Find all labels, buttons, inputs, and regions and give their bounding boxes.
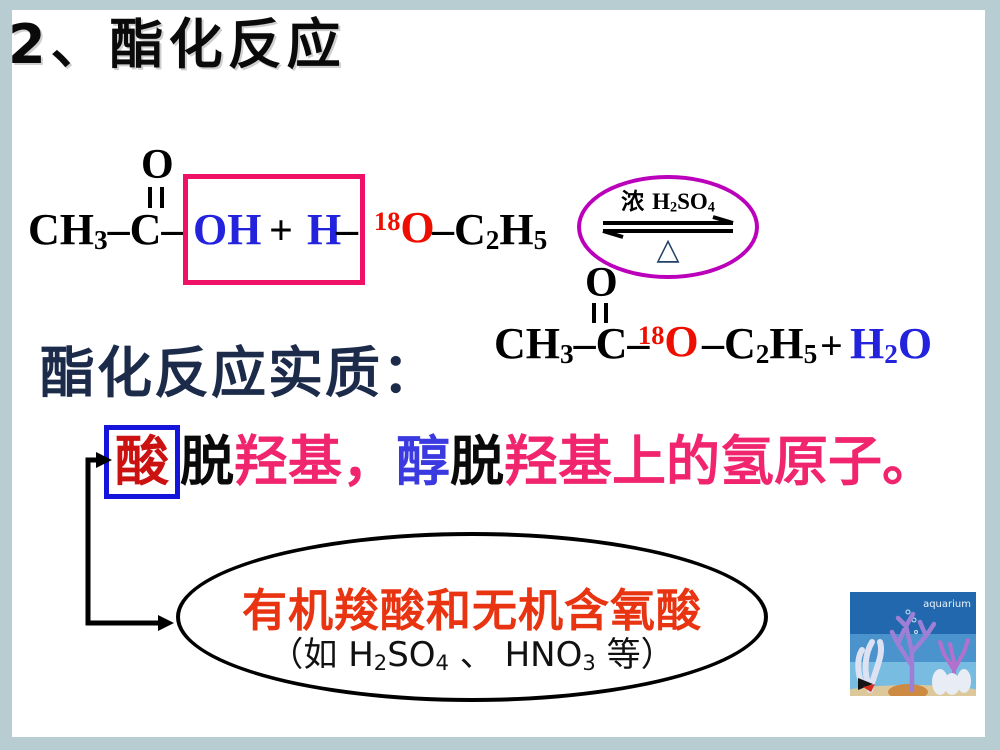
alcohol-ethyl-group: –C2H5 <box>432 208 547 254</box>
examples-so: SO <box>387 635 436 676</box>
water-o-text: O <box>897 319 933 368</box>
essence-heading: 酯化反应实质： <box>40 341 440 405</box>
hydroxyl-word-1: 羟基 <box>234 429 342 493</box>
ester-carbon-text: C <box>595 319 628 368</box>
ester-ethyl-h: H <box>769 319 804 368</box>
sheds-char-2: 脱 <box>450 429 504 493</box>
h2so4-sub4-example: 4 <box>435 650 449 676</box>
catalyst-condition-ellipse: 浓 H2SO4 △ <box>577 175 759 279</box>
acid-examples-line2: （如 H2SO4 、 HNO3 等） <box>269 635 674 676</box>
ethyl-sub2: 2 <box>485 224 500 255</box>
acid-ch-subscript: 3 <box>94 224 108 255</box>
white-coral-lobes-icon <box>932 669 971 695</box>
aquarium-image: aquarium <box>837 592 989 705</box>
ester-ch3-c-group: CH3–C– <box>494 322 649 368</box>
bond-dash: – <box>161 205 184 254</box>
comma-char: ， <box>342 429 396 493</box>
acid-ch3-c-group: CH3–C– <box>28 208 183 254</box>
bond-dash: – <box>627 319 650 368</box>
water-molecule: H2O <box>850 322 932 368</box>
acid-ch-text: CH <box>28 205 94 254</box>
acid-to-callout-arrow <box>85 452 174 631</box>
ester-ethyl-sub2: 2 <box>755 338 770 369</box>
aquarium-label: aquarium <box>923 599 971 610</box>
ethyl-sub5: 5 <box>533 224 548 255</box>
examples-close: 等） <box>595 635 675 676</box>
acid-examples-line1: 有机羧酸和无机含氧酸 <box>241 583 702 637</box>
acid-double-bond <box>148 187 164 208</box>
bond-dash: – <box>336 205 358 254</box>
sheds-char-1: 脱 <box>180 429 234 493</box>
h2so4-so: SO <box>677 189 708 214</box>
oxygen18-superscript: 18 <box>374 206 401 237</box>
h2so4-sub2-example: 2 <box>373 650 388 676</box>
ester-oxygen18: 18O <box>638 320 699 364</box>
acid-char: 酸 <box>115 429 169 493</box>
reactant-plus-sign: + <box>269 208 293 254</box>
h2so4-sub2: 2 <box>669 199 678 216</box>
acid-carbon-text: C <box>129 205 162 254</box>
oxygen18-text: O <box>400 203 435 252</box>
ethyl-h-text: H <box>499 205 534 254</box>
ethyl-c-text: C <box>454 205 486 254</box>
acid-char-box: 酸 <box>104 424 180 500</box>
ester-double-bond <box>592 303 608 323</box>
essence-sentence: 酸 脱 羟基 ， 醇 脱 羟基上的氢原子。 <box>104 420 936 504</box>
bond-dash: – <box>573 319 596 368</box>
examples-open: （如 H <box>269 635 374 676</box>
water-sub2: 2 <box>884 338 898 369</box>
heat-triangle-icon: △ <box>656 231 680 267</box>
page-title: 2、酯化反应 <box>8 13 346 76</box>
hno3-sub3-example: 3 <box>582 650 596 676</box>
ester-ch-text: CH <box>494 319 560 368</box>
ester-ethyl-group: –C2H5 <box>702 322 817 368</box>
bond-dash: – <box>107 205 130 254</box>
alcohol-hydrogen: H <box>307 205 342 254</box>
h2so4-h: H <box>652 189 670 214</box>
alcohol-char: 醇 <box>396 429 450 493</box>
examples-hno: 、 HNO <box>448 635 583 676</box>
water-formation-highlight-box <box>183 174 365 285</box>
ester-carbonyl-oxygen: O <box>585 260 618 306</box>
ester-ethyl-c: C <box>724 319 756 368</box>
fish-icon <box>858 678 875 692</box>
product-plus-sign: + <box>820 323 843 368</box>
hydroxyl-hydrogen-phrase: 羟基上的氢原子。 <box>504 429 936 493</box>
acid-carbonyl-oxygen: O <box>141 142 174 188</box>
purple-coral-icon <box>889 611 937 693</box>
acid-examples-ellipse: 有机羧酸和无机含氧酸 （如 H2SO4 、 HNO3 等） <box>176 532 768 702</box>
aquarium-graphic: aquarium <box>837 592 989 705</box>
acid-hydroxyl-group: OH <box>193 205 262 254</box>
ester-ethyl-sub5: 5 <box>803 338 818 369</box>
bond-dash: – <box>702 319 724 368</box>
ester-ch-subscript: 3 <box>560 338 574 369</box>
h2so4-sub4: 4 <box>707 199 715 216</box>
bond-dash: – <box>432 205 454 254</box>
ester-oxygen18-superscript: 18 <box>638 320 665 351</box>
concentrated-text: 浓 <box>621 189 645 215</box>
equilibrium-arrows-icon <box>602 214 734 239</box>
catalyst-label: 浓 H2SO4 <box>621 190 715 215</box>
alcohol-oxygen18: 18O <box>374 206 435 250</box>
water-h-text: H <box>850 319 885 368</box>
ester-oxygen18-text: O <box>664 317 699 366</box>
